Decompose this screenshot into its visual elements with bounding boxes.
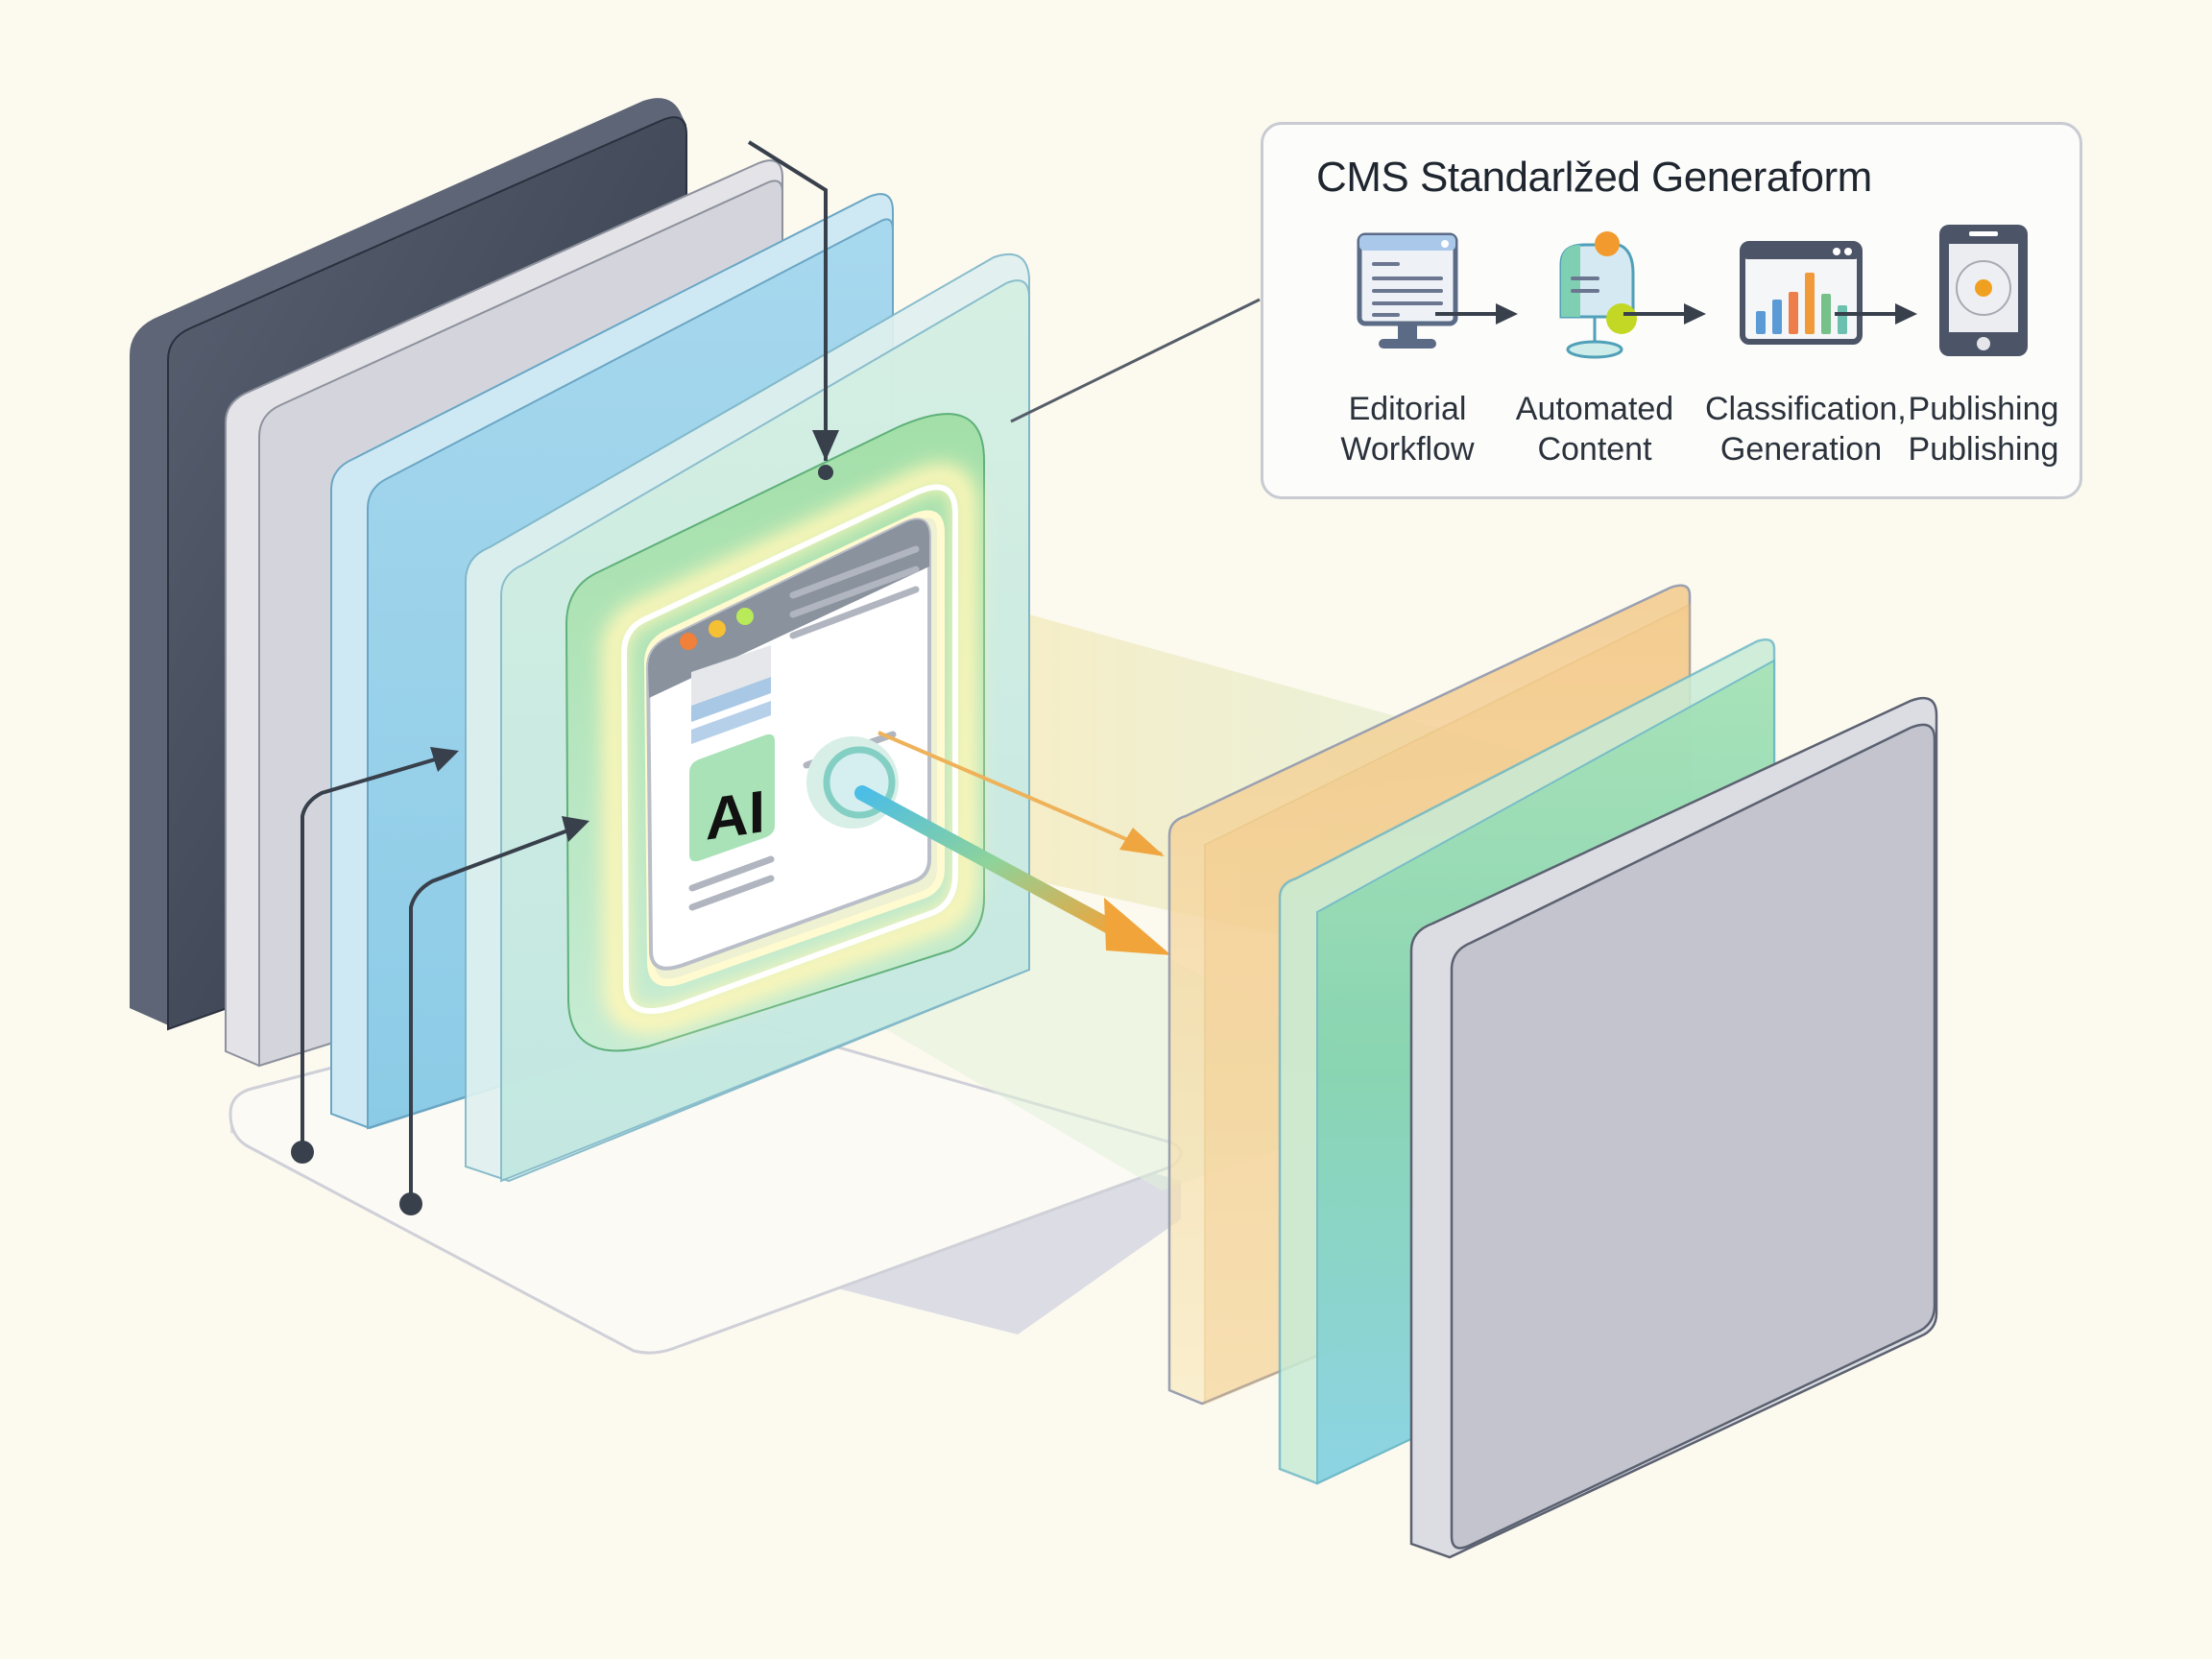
connector-arrowhead-left-2	[562, 816, 589, 842]
workflow-steps: Editorial Workflow Automated Content	[1263, 225, 2080, 490]
browser-window: AI	[645, 517, 931, 971]
step-3-label-line2: Generation	[1719, 431, 1883, 468]
step-4-label-line1: Publishing	[1908, 391, 2059, 427]
flow-arrow-icon	[1835, 303, 1917, 325]
mobile-phone-icon	[1939, 225, 2028, 356]
connector-arrowhead-left-1	[430, 747, 459, 772]
window-dot-green	[736, 608, 754, 625]
step-2-label-line1: Automated	[1515, 391, 1674, 427]
input-connectors	[301, 140, 828, 1202]
connector-node-left-2	[399, 1192, 422, 1215]
connector-arrowhead-top	[812, 430, 839, 461]
window-dot-red	[680, 633, 697, 650]
step-2-label-line2: Content	[1537, 431, 1652, 468]
callout-line	[1010, 298, 1261, 423]
monitor-document-icon	[1357, 232, 1458, 349]
automated-content-icon	[1559, 231, 1637, 359]
step-4-label-line2: Publishing	[1908, 431, 2059, 468]
connector-node-top	[818, 465, 833, 480]
step-1-label-line2: Workflow	[1340, 431, 1475, 468]
window-dot-yellow	[709, 620, 726, 637]
output-arrows	[854, 731, 1171, 955]
ai-badge-label: AI	[706, 779, 765, 853]
flow-arrow-icon	[1435, 303, 1518, 325]
cms-workflow-panel: CMS Standarlžed Generaform Editorial Wor…	[1261, 122, 2082, 499]
step-3-label-line1: Classification,	[1705, 391, 1907, 427]
output-grey-panel	[1409, 696, 1938, 1559]
step-1-label-line1: Editorial	[1348, 391, 1467, 427]
connector-node-left-1	[291, 1141, 314, 1164]
bar-chart-window-icon	[1740, 241, 1863, 345]
flow-arrow-icon	[1623, 303, 1706, 325]
ai-badge-box	[689, 733, 775, 862]
cms-panel-title: CMS Standarlžed Generaform	[1316, 154, 1872, 201]
